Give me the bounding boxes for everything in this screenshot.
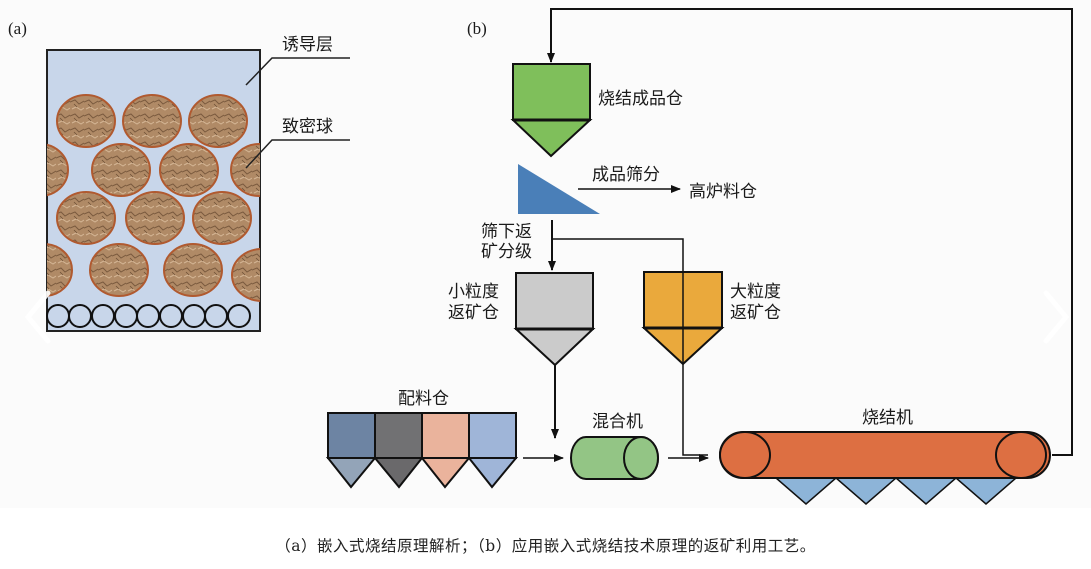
undersize-grading-label-1: 筛下返 [481,222,532,242]
chevron-right-icon [1043,290,1070,344]
mixer-label: 混合机 [592,412,643,432]
product-screening-label: 成品筛分 [592,165,660,185]
dense-ball [230,143,260,197]
dense-ball [91,143,151,197]
recycle-flow-line [547,8,1073,456]
sinter-product-bin-label: 烧结成品仓 [598,89,683,109]
sintering-machine-label: 烧结机 [862,408,913,428]
batching-bins [325,412,519,489]
blast-furnace-bin-label: 高炉料仓 [689,182,757,202]
dense-ball [188,94,248,148]
figure-canvas: (a) 诱导层 致密球 (b) 烧结 [8,8,1073,505]
bottom-small-circles [46,304,251,328]
sintering-machine [719,431,1051,479]
dense-ball [231,248,260,302]
batching-hopper-3 [419,457,472,489]
dense-ball [192,191,252,245]
panel-a-label: (a) [8,19,27,38]
large-return-bin [641,271,725,366]
sinter-hoppers [773,477,1019,505]
dense-ball-callout: 致密球 [245,117,350,169]
dense-ball [47,243,73,297]
product-screen [518,164,600,214]
mixer [570,436,659,480]
dense-ball [159,143,219,197]
dense-ball [122,94,182,148]
panel-b-label: (b) [467,19,487,38]
chevron-left-icon [24,290,51,344]
batching-hopper-1 [325,457,378,489]
induction-layer-label: 诱导层 [282,35,333,55]
dense-ball [163,243,223,297]
batching-bin-1 [327,412,376,459]
batching-bin-4 [468,412,517,459]
batching-bin-2 [374,412,423,459]
batching-bin-label: 配料仓 [398,389,449,409]
small-return-bin [513,272,596,367]
next-slide-button[interactable] [1038,287,1072,347]
dense-balls [47,94,260,302]
figure-caption: （a）嵌入式烧结原理解析；（b）应用嵌入式烧结技术原理的返矿利用工艺。 [275,537,816,555]
dense-ball [89,243,149,297]
sinter-product-bin [510,63,593,158]
large-return-bin-label-1: 大粒度 [730,282,781,302]
batching-hopper-4 [466,457,519,489]
induction-layer-callout: 诱导层 [245,35,350,86]
dense-ball-label: 致密球 [282,117,333,137]
batching-bin-3 [421,412,470,459]
small-return-bin-label-1: 小粒度 [448,282,499,302]
small-return-bin-label-2: 返矿仓 [448,303,499,323]
dense-ball [56,191,116,245]
large-return-bin-label-2: 返矿仓 [730,303,781,323]
dense-ball [125,191,185,245]
dense-ball [47,143,69,197]
dense-ball [56,94,116,148]
induction-layer-box [46,49,261,332]
batching-hopper-2 [372,457,425,489]
previous-slide-button[interactable] [22,287,56,347]
undersize-grading-label-2: 矿分级 [481,242,532,262]
